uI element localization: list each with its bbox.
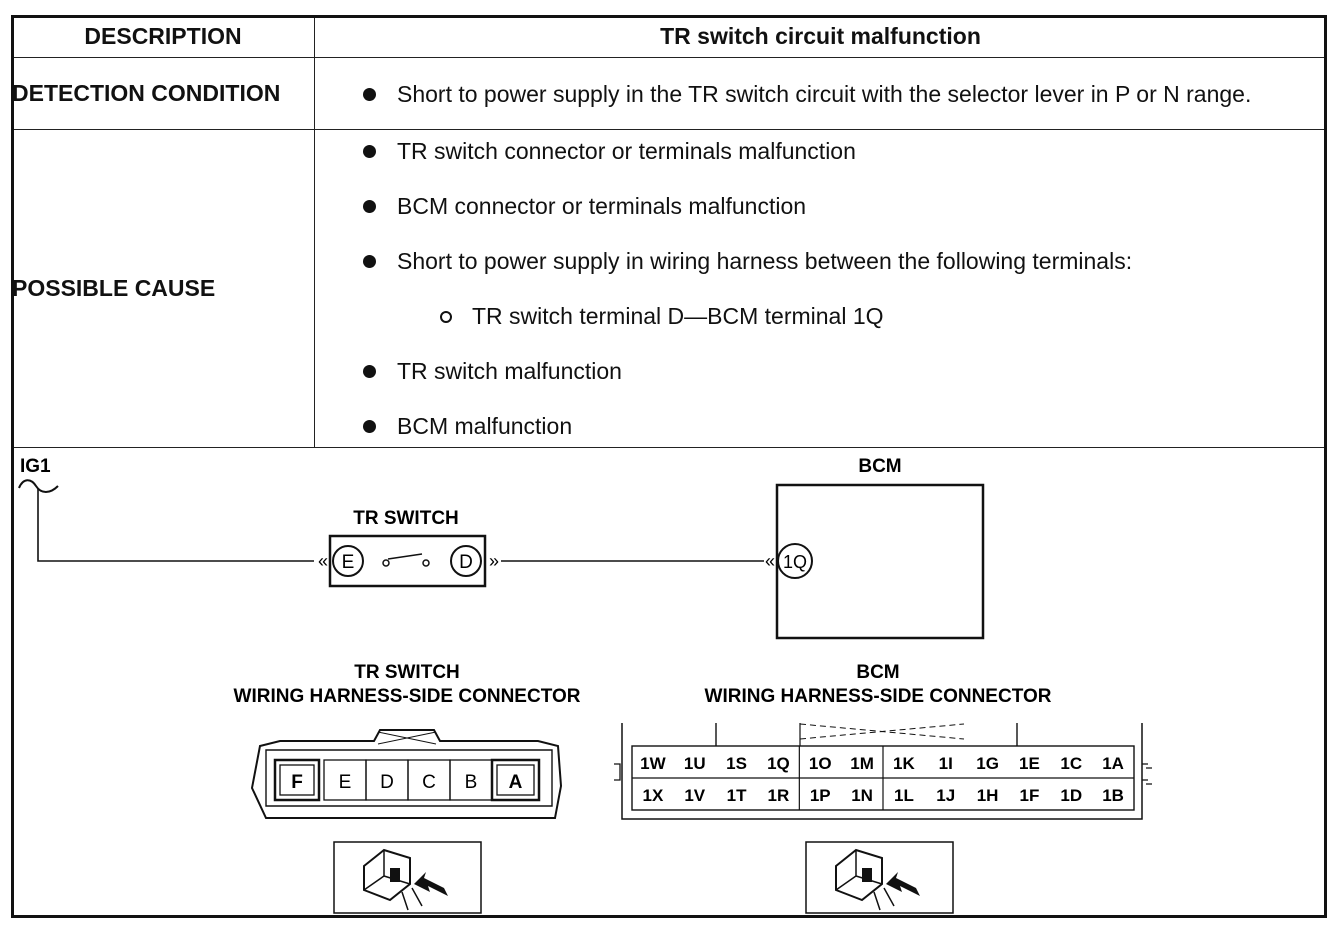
- ig1-fuse-symbol: [18, 479, 59, 493]
- switch-blade-icon: [387, 553, 423, 560]
- bcm-pin-label: 1R: [768, 786, 790, 805]
- bcm-pin-label: 1K: [893, 754, 915, 773]
- terminal-1q: [777, 543, 813, 579]
- switch-contact-icon: [382, 559, 390, 567]
- connector-mark-icon: »: [489, 551, 499, 571]
- tr-switch-label: TR SWITCH: [353, 508, 459, 529]
- info-table: DESCRIPTION TR switch circuit malfunctio…: [11, 15, 1327, 448]
- bcm-pin-label: 1U: [684, 754, 706, 773]
- bcm-pin-label: 1Q: [767, 754, 790, 773]
- bcm-label: BCM: [858, 456, 901, 477]
- tr-pin-label: F: [291, 772, 303, 793]
- possible-cause-cell: TR switch connector or terminals malfunc…: [314, 129, 1327, 448]
- tr-connector-subtitle: WIRING HARNESS-SIDE CONNECTOR: [234, 686, 581, 707]
- bcm-pin-label: 1X: [643, 786, 664, 805]
- terminal-d-label: D: [459, 552, 473, 573]
- tr-pin-cell: [273, 758, 321, 802]
- bcm-pin-label: 1M: [850, 754, 874, 773]
- tr-pin-label: A: [509, 772, 523, 793]
- tr-pin-label: E: [339, 772, 352, 793]
- malfunction-title: TR switch circuit malfunction: [314, 15, 1327, 58]
- bcm-connector-title: BCM: [856, 662, 899, 683]
- cause-item: TR switch malfunction: [315, 356, 1326, 386]
- outer-frame: [11, 15, 1327, 918]
- latch-mark: [799, 723, 965, 740]
- connector-mark-icon: «: [765, 551, 775, 571]
- bcm-pin-label: 1G: [976, 754, 999, 773]
- bcm-pin-label: 1J: [936, 786, 955, 805]
- detection-condition-label: DETECTION CONDITION: [11, 57, 315, 130]
- switch-contact-icon: [422, 559, 430, 567]
- tr-pin-cell: [490, 758, 541, 802]
- tr-pin-label: B: [465, 772, 478, 793]
- description-header: DESCRIPTION: [11, 15, 315, 58]
- connector-mark-icon: «: [318, 551, 328, 571]
- bcm-pin-label: 1H: [977, 786, 999, 805]
- bcm-pin-label: 1L: [894, 786, 914, 805]
- possible-cause-label: POSSIBLE CAUSE: [11, 129, 315, 448]
- cause-subitem: TR switch terminal D—BCM terminal 1Q: [315, 301, 1326, 331]
- bcm-pin-label: 1B: [1102, 786, 1124, 805]
- bcm-pin-label: 1W: [640, 754, 666, 773]
- header-row: DESCRIPTION TR switch circuit malfunctio…: [11, 15, 1327, 58]
- ig1-label: IG1: [20, 456, 51, 477]
- tr-pin-highlight: [496, 764, 535, 796]
- terminal-1q-label: 1Q: [783, 552, 807, 572]
- tr-connector-body: [250, 729, 563, 819]
- bcm-connector-view-icon: [805, 841, 954, 914]
- tr-pin-label: C: [422, 772, 436, 793]
- bcm-pin-label: 1F: [1019, 786, 1039, 805]
- wiring-diagram: IG1 TR SWITCH « E D » BCM « 1Q TR SWITCH…: [18, 456, 1152, 914]
- cause-item: BCM malfunction: [315, 411, 1326, 441]
- tr-connector-title: TR SWITCH: [354, 662, 460, 683]
- terminal-e-label: E: [342, 552, 355, 573]
- bcm-pin-label: 1C: [1060, 754, 1082, 773]
- latch-mark: [377, 731, 437, 745]
- tr-switch-box: [328, 534, 487, 588]
- tr-pin-label: D: [380, 772, 394, 793]
- cause-item: TR switch connector or terminals malfunc…: [315, 136, 1326, 166]
- wire-ig1-to-e: [37, 488, 314, 562]
- bcm-pin-label: 1D: [1060, 786, 1082, 805]
- terminal-d: [450, 545, 482, 577]
- tr-pin-highlight: [279, 764, 315, 796]
- bcm-connector-guides: [614, 763, 1152, 785]
- bcm-box: [775, 483, 985, 640]
- detection-item: Short to power supply in the TR switch c…: [315, 79, 1326, 109]
- bcm-pin-label: 1V: [684, 786, 705, 805]
- bcm-pin-label: 1P: [810, 786, 831, 805]
- bcm-pin-label: 1I: [939, 754, 953, 773]
- bcm-pin-label: 1A: [1102, 754, 1124, 773]
- bcm-connector-body: [621, 723, 1143, 820]
- bcm-connector-subtitle: WIRING HARNESS-SIDE CONNECTOR: [705, 686, 1052, 707]
- terminal-e: [332, 545, 364, 577]
- bcm-pin-label: 1O: [809, 754, 832, 773]
- bcm-pin-label: 1N: [851, 786, 873, 805]
- bcm-pin-label: 1E: [1019, 754, 1040, 773]
- cause-item: Short to power supply in wiring harness …: [315, 246, 1326, 276]
- tr-connector-inner: [265, 749, 553, 807]
- bcm-connector-pins: 1W 1U 1S 1Q 1O 1M 1K 1I 1G 1E 1C 1A 1X 1V 1T 1R 1P 1N 1L 1J…: [631, 745, 1135, 811]
- bcm-pin-label: 1S: [726, 754, 747, 773]
- possible-cause-row: POSSIBLE CAUSE TR switch connector or te…: [11, 129, 1327, 448]
- bcm-pin-label: 1T: [727, 786, 747, 805]
- cause-item: BCM connector or terminals malfunction: [315, 191, 1326, 221]
- tr-connector-view-icon: [333, 841, 482, 914]
